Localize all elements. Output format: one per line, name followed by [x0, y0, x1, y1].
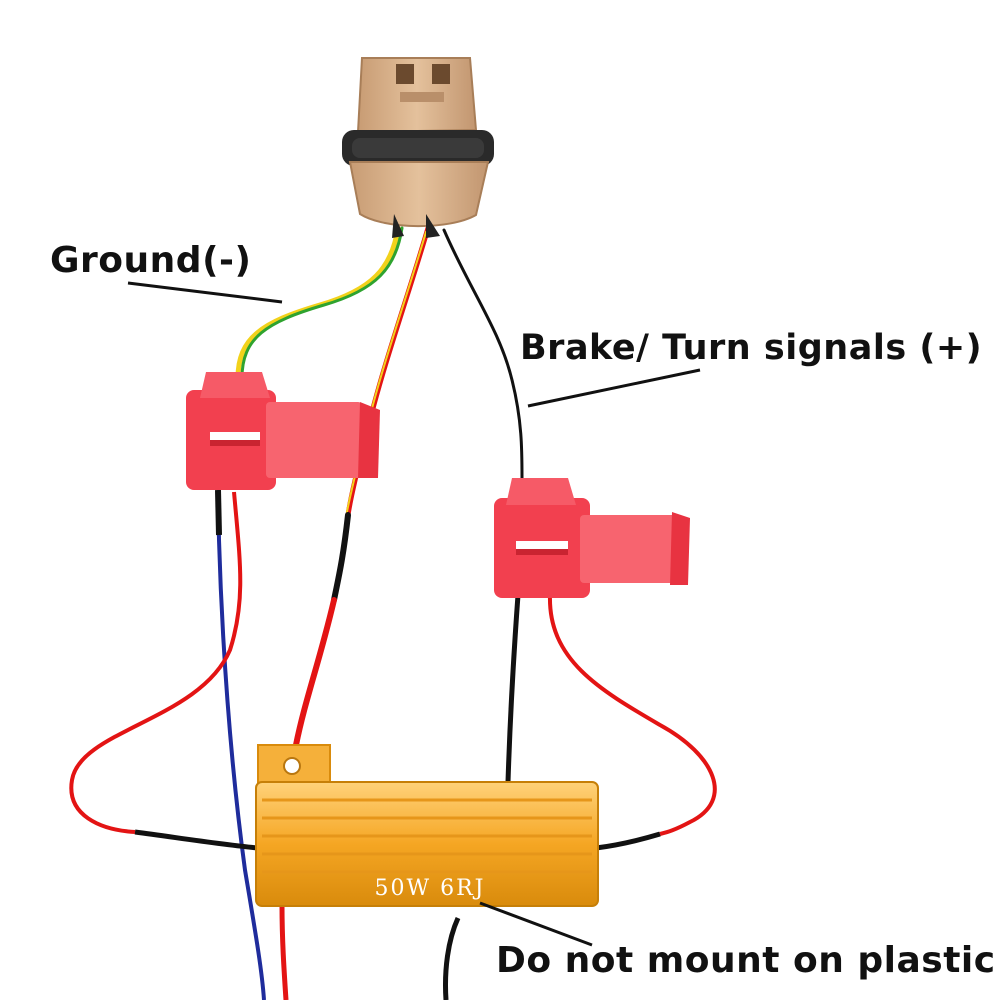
bulb-socket-icon: [342, 57, 494, 238]
bottom-black-wire: [443, 916, 461, 1000]
resistor-marking: 50W 6RJ: [375, 876, 486, 901]
tap-connector-right: [494, 478, 690, 598]
ground-wire: [235, 225, 404, 381]
feed-wire: [293, 225, 431, 748]
right-black-lead: [505, 594, 521, 783]
brake-leader: [527, 368, 701, 408]
ground-leader: [127, 281, 283, 304]
mount-warning-label: Do not mount on plastic: [496, 940, 996, 981]
bottom-red-wire: [279, 904, 289, 1000]
ground-label: Ground(-): [50, 240, 252, 281]
wires: [69, 225, 717, 1000]
load-resistor-icon: [255, 744, 599, 907]
blue-wire-sleeve: [215, 489, 222, 536]
tap-connector-left: [186, 372, 380, 490]
left-red-loop: [69, 491, 243, 834]
left-black-lead: [134, 829, 259, 851]
blue-wire: [216, 491, 266, 1000]
brake-turn-label: Brake/ Turn signals (+): [520, 328, 983, 368]
right-red-loop: [547, 594, 717, 836]
callout-lines: [127, 281, 701, 947]
signal-wire: [442, 228, 524, 480]
mount-leader: [479, 901, 593, 947]
right-black-lead-2: [595, 831, 661, 851]
